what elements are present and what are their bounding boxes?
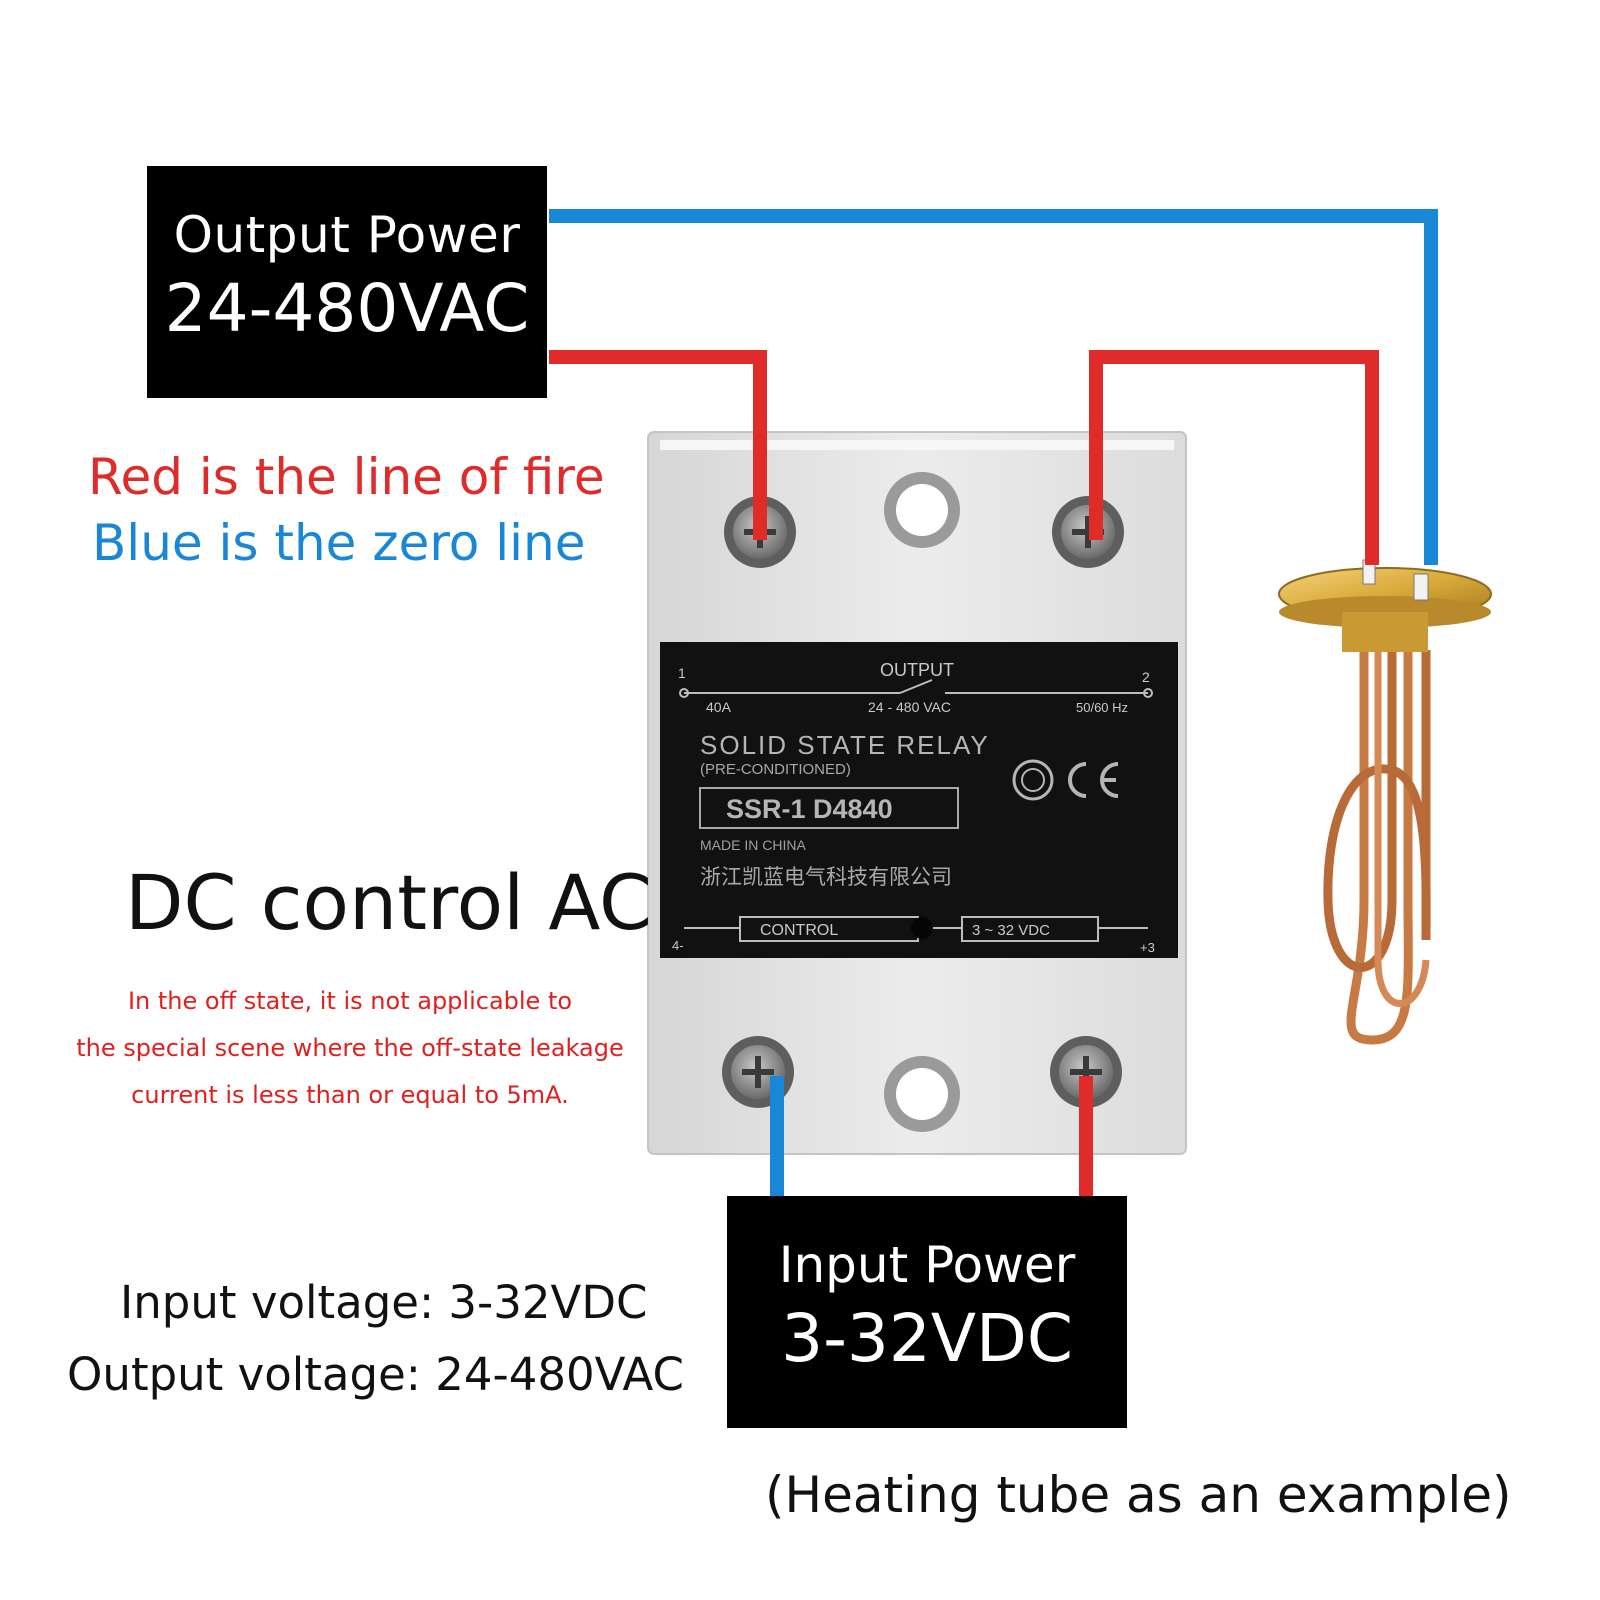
mounting-hole-bottom — [884, 1056, 960, 1132]
note-line: current is less than or equal to 5mA. — [131, 1081, 569, 1109]
wire-live-output-2 — [1089, 350, 1379, 565]
heating-tube — [1278, 559, 1492, 1045]
ce-mark-icon — [1068, 762, 1119, 798]
relay-label-plate: OUTPUT 1 2 40A 24 - 480 VAC 50/60 Hz SOL… — [660, 642, 1178, 958]
output-power-title: Output Power — [173, 206, 521, 264]
input-power-title: Input Power — [778, 1236, 1076, 1294]
label-current: 40A — [706, 699, 732, 715]
note-line: the special scene where the off-state le… — [76, 1034, 624, 1062]
wire-live-output-1 — [549, 350, 767, 540]
terminal-screw-2 — [1052, 496, 1124, 568]
output-voltage-spec: Output voltage: 24-480VAC — [67, 1348, 684, 1401]
label-model: SSR-1 D4840 — [726, 794, 893, 824]
label-made-in: MADE IN CHINA — [700, 837, 806, 853]
input-power-value: 3-32VDC — [781, 1300, 1073, 1377]
note-line: In the off state, it is not applicable t… — [127, 987, 573, 1015]
example-caption: (Heating tube as an example) — [765, 1466, 1512, 1524]
input-power-box: Input Power 3-32VDC — [727, 1196, 1127, 1428]
label-control-range: 3 ~ 32 VDC — [972, 922, 1050, 939]
label-terminal-4: 4- — [672, 938, 684, 953]
ccc-mark-icon — [1012, 759, 1054, 801]
output-power-box: Output Power 24-480VAC — [147, 166, 547, 398]
main-heading: DC control AC — [125, 858, 653, 947]
label-output: OUTPUT — [880, 660, 954, 680]
output-power-value: 24-480VAC — [164, 270, 530, 347]
label-pre-conditioned: (PRE-CONDITIONED) — [700, 761, 851, 778]
label-manufacturer: 浙江凯蓝电气科技有限公司 — [700, 866, 952, 889]
label-frequency: 50/60 Hz — [1076, 700, 1128, 715]
wire-neutral-output — [549, 209, 1438, 565]
input-voltage-spec: Input voltage: 3-32VDC — [120, 1276, 648, 1329]
label-terminal-3: +3 — [1140, 940, 1155, 955]
label-terminal-2: 2 — [1142, 669, 1150, 685]
label-control: CONTROL — [760, 922, 838, 939]
label-product-name: SOLID STATE RELAY — [700, 730, 990, 760]
label-voltage-range: 24 - 480 VAC — [868, 699, 951, 715]
terminal-screw-3 — [1050, 1036, 1122, 1108]
off-state-note: In the off state, it is not applicable t… — [50, 978, 650, 1119]
legend-red: Red is the line of fire — [88, 448, 605, 506]
mounting-hole-top — [884, 472, 960, 548]
legend-blue: Blue is the zero line — [92, 514, 586, 572]
label-terminal-1: 1 — [678, 665, 686, 681]
